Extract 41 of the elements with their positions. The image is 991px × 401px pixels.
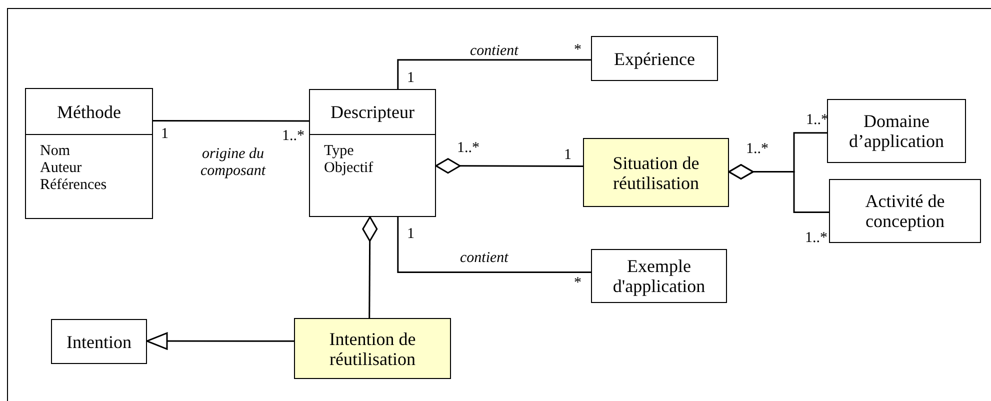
edge-label: origine du composant (200, 146, 267, 180)
class-box (591, 36, 718, 81)
multiplicity-label: * (574, 275, 582, 291)
class-box (309, 89, 436, 217)
class-name: Expérience (613, 48, 696, 68)
class-name: Méthode (57, 102, 121, 122)
class-box (51, 319, 147, 364)
class-box (294, 318, 451, 379)
class-name: Domaine d’application (848, 111, 945, 151)
multiplicity-label: 1..* (457, 140, 480, 156)
class-box (591, 249, 727, 303)
association-line (397, 217, 591, 273)
class-name: Situation de réutilisation (612, 152, 700, 192)
multiplicity-label: 1 (564, 147, 572, 163)
aggregation-line (362, 216, 378, 318)
multiplicity-label: 1..* (806, 112, 828, 128)
multiplicity-label: 1..* (282, 128, 304, 144)
class-box (827, 99, 966, 163)
multiplicity-label: 1..* (805, 230, 828, 246)
class-name: Intention (66, 332, 132, 352)
class-name: Intention de réutilisation (328, 328, 417, 368)
multiplicity-label: 1 (407, 70, 414, 86)
aggregation-line (435, 158, 583, 174)
multiplicity-label: * (574, 42, 582, 58)
attribute-list: Nom Auteur Références (40, 143, 107, 194)
aggregation-line (728, 164, 829, 214)
association-line (153, 120, 309, 122)
class-box (829, 179, 981, 243)
multiplicity-label: 1..* (746, 141, 768, 157)
edge-label: contient (460, 250, 508, 267)
multiplicity-label: 1 (407, 226, 414, 242)
generalization-arrow (146, 332, 294, 350)
class-box (25, 88, 153, 219)
class-name: Descripteur (330, 102, 414, 122)
class-name: Activité de conception (864, 191, 946, 231)
attribute-list: Type Objectif (324, 143, 374, 177)
class-box (583, 138, 729, 207)
multiplicity-label: 1 (161, 126, 168, 142)
association-line (397, 59, 591, 89)
edge-label: contient (470, 43, 518, 60)
class-name: Exemple d'application (612, 256, 706, 296)
